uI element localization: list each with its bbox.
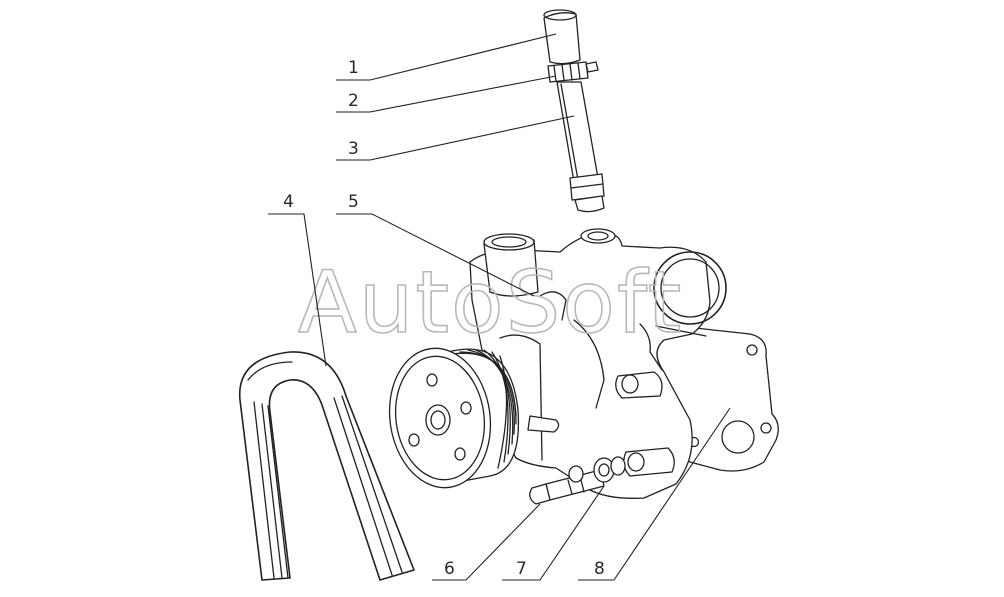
callout-3: 3 (348, 139, 359, 159)
hose-clamp (547, 61, 599, 83)
callout-4: 4 (283, 192, 294, 212)
callout-labels: 1 2 3 4 5 6 7 8 (283, 58, 605, 579)
washer (568, 456, 626, 483)
leader-lines (268, 33, 731, 581)
callout-5: 5 (348, 192, 359, 212)
pipe (556, 81, 605, 213)
callout-8: 8 (594, 559, 605, 579)
callout-1: 1 (348, 58, 359, 78)
callout-7: 7 (516, 559, 527, 579)
gasket (639, 321, 779, 472)
hose (543, 9, 581, 65)
callout-6: 6 (444, 559, 455, 579)
pulley (388, 347, 520, 489)
watermark-text: AutoSoft (298, 253, 683, 353)
belt (238, 351, 415, 581)
pump-housing (469, 228, 727, 499)
callout-2: 2 (348, 91, 359, 111)
